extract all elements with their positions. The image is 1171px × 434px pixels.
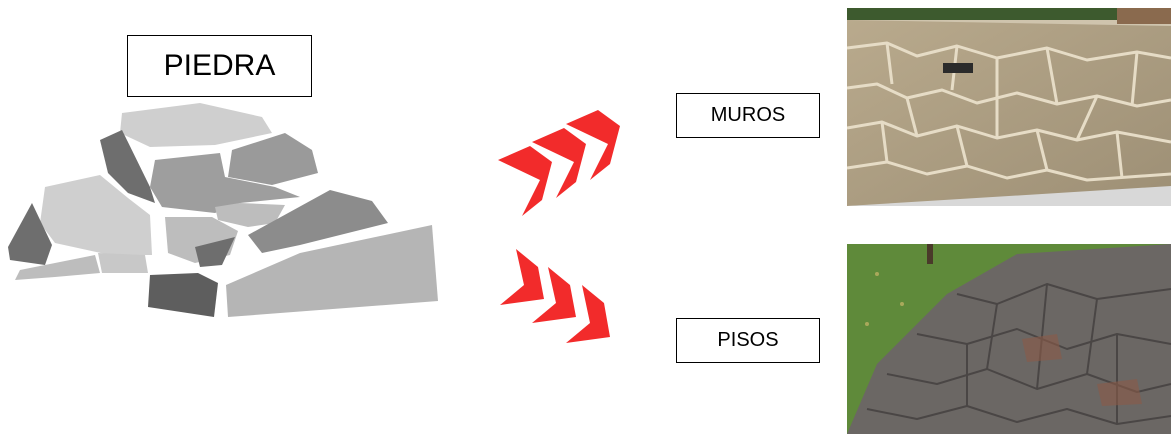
pisos-label: PISOS	[717, 329, 778, 352]
stone-wall-photo	[847, 8, 1171, 206]
stone-pile-icon	[0, 95, 445, 325]
pisos-label-box: PISOS	[676, 318, 820, 363]
muros-label: MUROS	[711, 104, 785, 127]
arrow-to-muros-icon	[490, 100, 640, 220]
piedra-label: PIEDRA	[164, 49, 276, 83]
piedra-label-box: PIEDRA	[127, 35, 312, 97]
flagstone-path-photo	[847, 244, 1171, 434]
muros-label-box: MUROS	[676, 93, 820, 138]
arrow-to-pisos-icon	[490, 245, 640, 360]
